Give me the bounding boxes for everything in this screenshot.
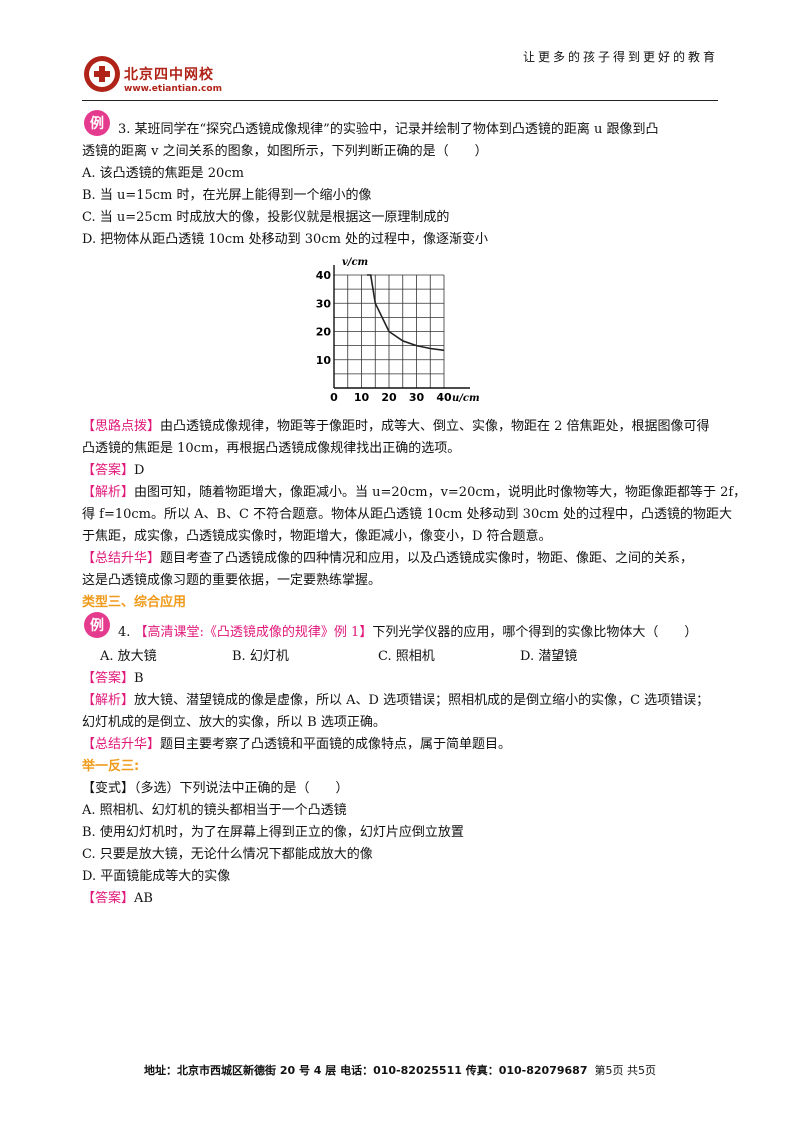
page-header: 北京四中网校 www.etiantian.com 让更多的孩子得到更好的教育 <box>82 38 718 100</box>
variant-answer: 【答案】AB <box>82 891 153 906</box>
q4-analysis-line1: 【解析】放大镜、潜望镜成的像是虚像，所以 A、D 选项错误；照相机成的是倒立缩小… <box>82 693 710 708</box>
q3-option-a: A. 该凸透镜的焦距是 20cm <box>82 166 244 181</box>
example-badge-label: 例 <box>90 617 104 634</box>
page-number: 第5页 共5页 <box>594 1064 656 1077</box>
school-logo-icon <box>84 56 120 92</box>
x-tick-label: 0 <box>330 391 338 404</box>
x-tick-label: 10 <box>354 391 370 404</box>
q3-analysis-line3: 于焦距，成实像，凸透镜成实像时，物距增大，像距减小，像变小，D 符合题意。 <box>82 529 552 544</box>
q3-answer: 【答案】D <box>82 463 145 478</box>
example-badge-icon: 例 <box>84 612 110 638</box>
q3-summary-line2: 这是凸透镜成像习题的重要依据，一定要熟练掌握。 <box>82 573 382 588</box>
uv-curve <box>367 274 445 352</box>
q4-ref-link: 【高清课堂:《凸透镜成像的规律》例 1】 <box>134 625 373 640</box>
graph-ticks: 0 10 20 30 40 10 20 30 40 <box>316 269 452 404</box>
brand-url: www.etiantian.com <box>124 84 222 94</box>
page-footer: 地址：北京市西城区新德街 20 号 4 层 电话：010-82025511 传真… <box>0 1062 800 1078</box>
y-axis-label: v/cm <box>342 257 368 268</box>
q4-option-a: A. 放大镜 <box>100 649 157 664</box>
example-badge-icon: 例 <box>84 110 110 136</box>
slogan: 让更多的孩子得到更好的教育 <box>522 50 718 64</box>
x-tick-label: 20 <box>381 391 397 404</box>
x-tick-label: 30 <box>409 391 425 404</box>
q4-summary: 【总结升华】题目主要考察了凸透镜和平面镜的成像特点，属于简单题目。 <box>82 737 512 752</box>
variant-option-b: B. 使用幻灯机时，为了在屏幕上得到正立的像，幻灯片应倒立放置 <box>82 825 464 840</box>
q3-stem-line1: 3. 某班同学在“探究凸透镜成像规律”的实验中，记录并绘制了物体到凸透镜的距离 … <box>118 122 659 137</box>
example-badge-label: 例 <box>90 115 104 132</box>
q4-option-d: D. 潜望镜 <box>520 649 578 664</box>
y-tick-label: 20 <box>316 326 332 339</box>
x-tick-label: 40 <box>436 391 452 404</box>
practice-title: 举一反三: <box>82 759 140 774</box>
q3-hint-line2: 凸透镜的焦距是 10cm，再根据凸透镜成像规律找出正确的选项。 <box>82 441 461 456</box>
x-axis-label: u/cm <box>452 393 480 404</box>
q4-option-b: B. 幻灯机 <box>232 649 289 664</box>
q4-stem: 4. 【高清课堂:《凸透镜成像的规律》例 1】下列光学仪器的应用，哪个得到的实像… <box>118 625 698 640</box>
y-tick-label: 30 <box>316 297 332 310</box>
variant-option-c: C. 只要是放大镜，无论什么情况下都能成放大的像 <box>82 847 373 862</box>
variant-option-a: A. 照相机、幻灯机的镜头都相当于一个凸透镜 <box>82 803 347 818</box>
y-tick-label: 40 <box>316 269 332 282</box>
q3-stem-line2: 透镜的距离 v 之间关系的图象，如图所示，下列判断正确的是（ ） <box>82 144 488 159</box>
q3-hint-line1: 【思路点拨】由凸透镜成像规律，物距等于像距时，成等大、倒立、实像，物距在 2 倍… <box>82 419 710 434</box>
graph-axes <box>333 265 470 389</box>
variant-option-d: D. 平面镜能成等大的实像 <box>82 869 231 884</box>
variant-label: 【变式】（多选）下列说法中正确的是（ ） <box>82 781 349 796</box>
section-title: 类型三、综合应用 <box>82 595 187 610</box>
footer-address: 地址：北京市西城区新德街 20 号 4 层 电话：010-82025511 传真… <box>144 1064 588 1077</box>
q3-option-c: C. 当 u=25cm 时成放大的像，投影仪就是根据这一原理制成的 <box>82 210 450 225</box>
y-tick-label: 10 <box>316 354 332 367</box>
q3-option-b: B. 当 u=15cm 时，在光屏上能得到一个缩小的像 <box>82 188 372 203</box>
header-divider <box>82 100 718 101</box>
q4-options: A. 放大镜 B. 幻灯机 C. 照相机 D. 潜望镜 <box>100 648 577 666</box>
q4-option-c: C. 照相机 <box>378 649 435 664</box>
q3-option-d: D. 把物体从距凸透镜 10cm 处移动到 30cm 处的过程中，像逐渐变小 <box>82 232 489 247</box>
q4-answer: 【答案】B <box>82 671 144 686</box>
uv-graph: 0 10 20 30 40 10 20 30 40 v/cm u/cm <box>316 257 480 404</box>
q4-analysis-line2: 幻灯机成的是倒立、放大的实像，所以 B 选项正确。 <box>82 715 386 730</box>
q3-analysis-line1: 【解析】由图可知，随着物距增大，像距减小。当 u=20cm，v=20cm，说明此… <box>82 485 747 500</box>
q3-analysis-line2: 得 f=10cm。所以 A、B、C 不符合题意。物体从距凸透镜 10cm 处移动… <box>82 507 732 522</box>
q3-summary-line1: 【总结升华】题目考查了凸透镜成像的四种情况和应用，以及凸透镜成实像时，物距、像距… <box>82 551 694 566</box>
brand-name: 北京四中网校 <box>124 67 214 83</box>
